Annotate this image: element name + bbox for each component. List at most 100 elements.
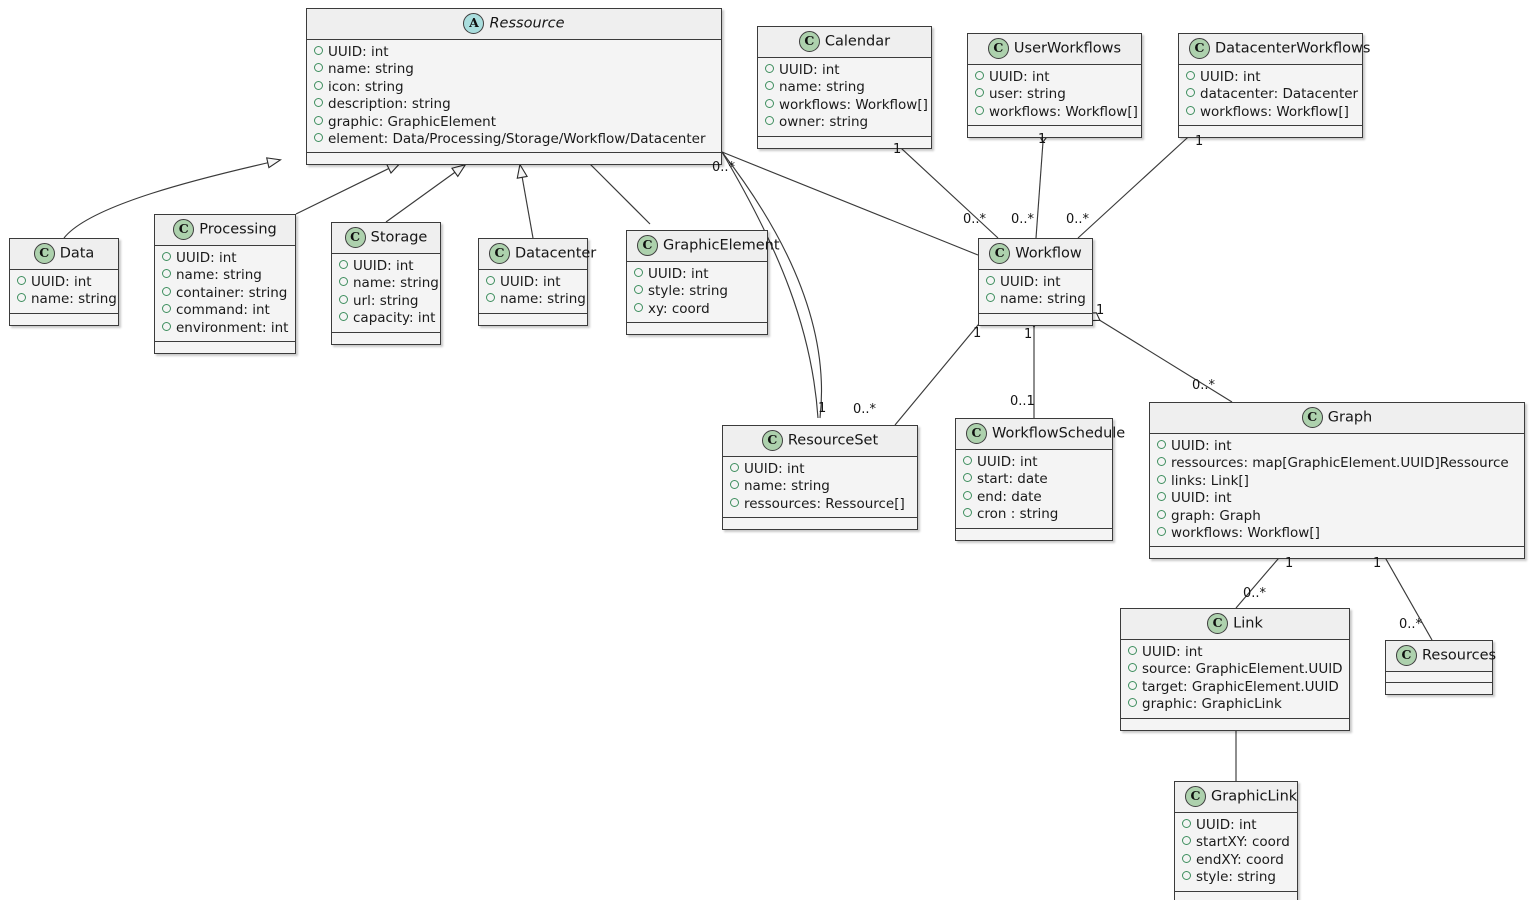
- class-name-storage: Storage: [370, 229, 428, 246]
- visibility-public-icon: [314, 63, 323, 73]
- attribute-row: UUID: int: [339, 258, 434, 275]
- class-methods-resources: [1386, 683, 1492, 694]
- class-name-datacenterworkflows: DatacenterWorkflows: [1215, 40, 1371, 57]
- attribute-row: name: string: [17, 291, 117, 308]
- attribute-label: ressources: map[GraphicElement.UUID]Ress…: [1171, 455, 1509, 472]
- class-icon: C: [989, 243, 1011, 264]
- attribute-label: end: date: [977, 488, 1042, 505]
- visibility-public-icon: [1182, 853, 1191, 863]
- visibility-public-icon: [339, 312, 348, 322]
- class-attributes-resources: [1386, 672, 1492, 683]
- class-icon: C: [1207, 613, 1229, 634]
- multiplicity-label: 1: [1285, 556, 1294, 571]
- visibility-public-icon: [730, 463, 739, 472]
- attribute-label: UUID: int: [744, 461, 805, 477]
- visibility-public-icon: [1186, 71, 1195, 80]
- multiplicity-label: 1: [1096, 303, 1105, 318]
- visibility-public-icon: [975, 71, 984, 80]
- attribute-label: owner: string: [779, 114, 869, 131]
- multiplicity-label: 1: [893, 142, 902, 157]
- class-icon: C: [489, 243, 510, 264]
- multiplicity-label: 0..*: [1192, 378, 1216, 393]
- visibility-public-icon: [1128, 663, 1137, 673]
- attribute-row: graphic: GraphicElement: [314, 114, 715, 131]
- attribute-label: name: string: [176, 267, 262, 284]
- attribute-label: url: string: [353, 292, 419, 309]
- visibility-public-icon: [314, 46, 323, 55]
- attribute-label: name: string: [500, 291, 586, 308]
- attribute-label: graph: Graph: [1171, 507, 1261, 524]
- attribute-label: UUID: int: [353, 258, 414, 274]
- multiplicity-label: 1: [1038, 132, 1047, 147]
- attribute-label: datacenter: Datacenter: [1200, 86, 1359, 103]
- class-methods-workflowschedule: [956, 528, 1112, 540]
- visibility-public-icon: [1128, 646, 1137, 655]
- attribute-row: UUID: int: [986, 274, 1086, 291]
- attribute-row: UUID: int: [1157, 438, 1518, 455]
- visibility-public-icon: [634, 285, 643, 295]
- attribute-row: name: string: [339, 275, 439, 292]
- edge-datacenter-ressource: [516, 162, 534, 239]
- visibility-public-icon: [162, 252, 171, 261]
- attribute-row: user: string: [975, 86, 1135, 103]
- class-methods-graphicelement: [627, 323, 767, 335]
- visibility-public-icon: [963, 508, 972, 518]
- attribute-row: graphic: GraphicLink: [1128, 696, 1343, 713]
- attribute-label: name: string: [779, 79, 865, 96]
- visibility-public-icon: [1157, 492, 1166, 502]
- visibility-public-icon: [1157, 457, 1166, 467]
- attribute-row: UUID: int: [975, 69, 1135, 86]
- attribute-label: source: GraphicElement.UUID: [1142, 661, 1343, 678]
- attribute-label: xy: coord: [648, 300, 710, 317]
- attribute-row: start: date: [963, 471, 1106, 488]
- attribute-row: element: Data/Processing/Storage/Workflo…: [314, 131, 715, 148]
- edge-datacenterworkflows-workflow: [1077, 127, 1199, 239]
- visibility-public-icon: [339, 277, 348, 287]
- visibility-public-icon: [1186, 88, 1195, 98]
- multiplicity-label: 0..*: [853, 402, 877, 417]
- visibility-public-icon: [963, 490, 972, 500]
- attribute-row: end: date: [963, 489, 1106, 506]
- class-icon: C: [1301, 407, 1323, 428]
- multiplicity-label: 0..*: [1011, 212, 1035, 227]
- attribute-label: name: string: [31, 291, 117, 308]
- attribute-label: UUID: int: [1171, 490, 1232, 507]
- visibility-public-icon: [963, 456, 972, 465]
- attribute-label: style: string: [648, 283, 728, 300]
- attribute-row: endXY: coord: [1182, 852, 1291, 869]
- visibility-public-icon: [486, 276, 495, 285]
- attribute-row: description: string: [314, 96, 715, 113]
- attribute-label: element: Data/Processing/Storage/Workflo…: [328, 131, 706, 148]
- abstract-class-icon: A: [463, 13, 485, 34]
- attribute-row: cron : string: [963, 506, 1106, 523]
- class-name-link: Link: [1233, 615, 1263, 632]
- attribute-label: icon: string: [328, 78, 404, 95]
- attribute-row: container: string: [162, 285, 289, 302]
